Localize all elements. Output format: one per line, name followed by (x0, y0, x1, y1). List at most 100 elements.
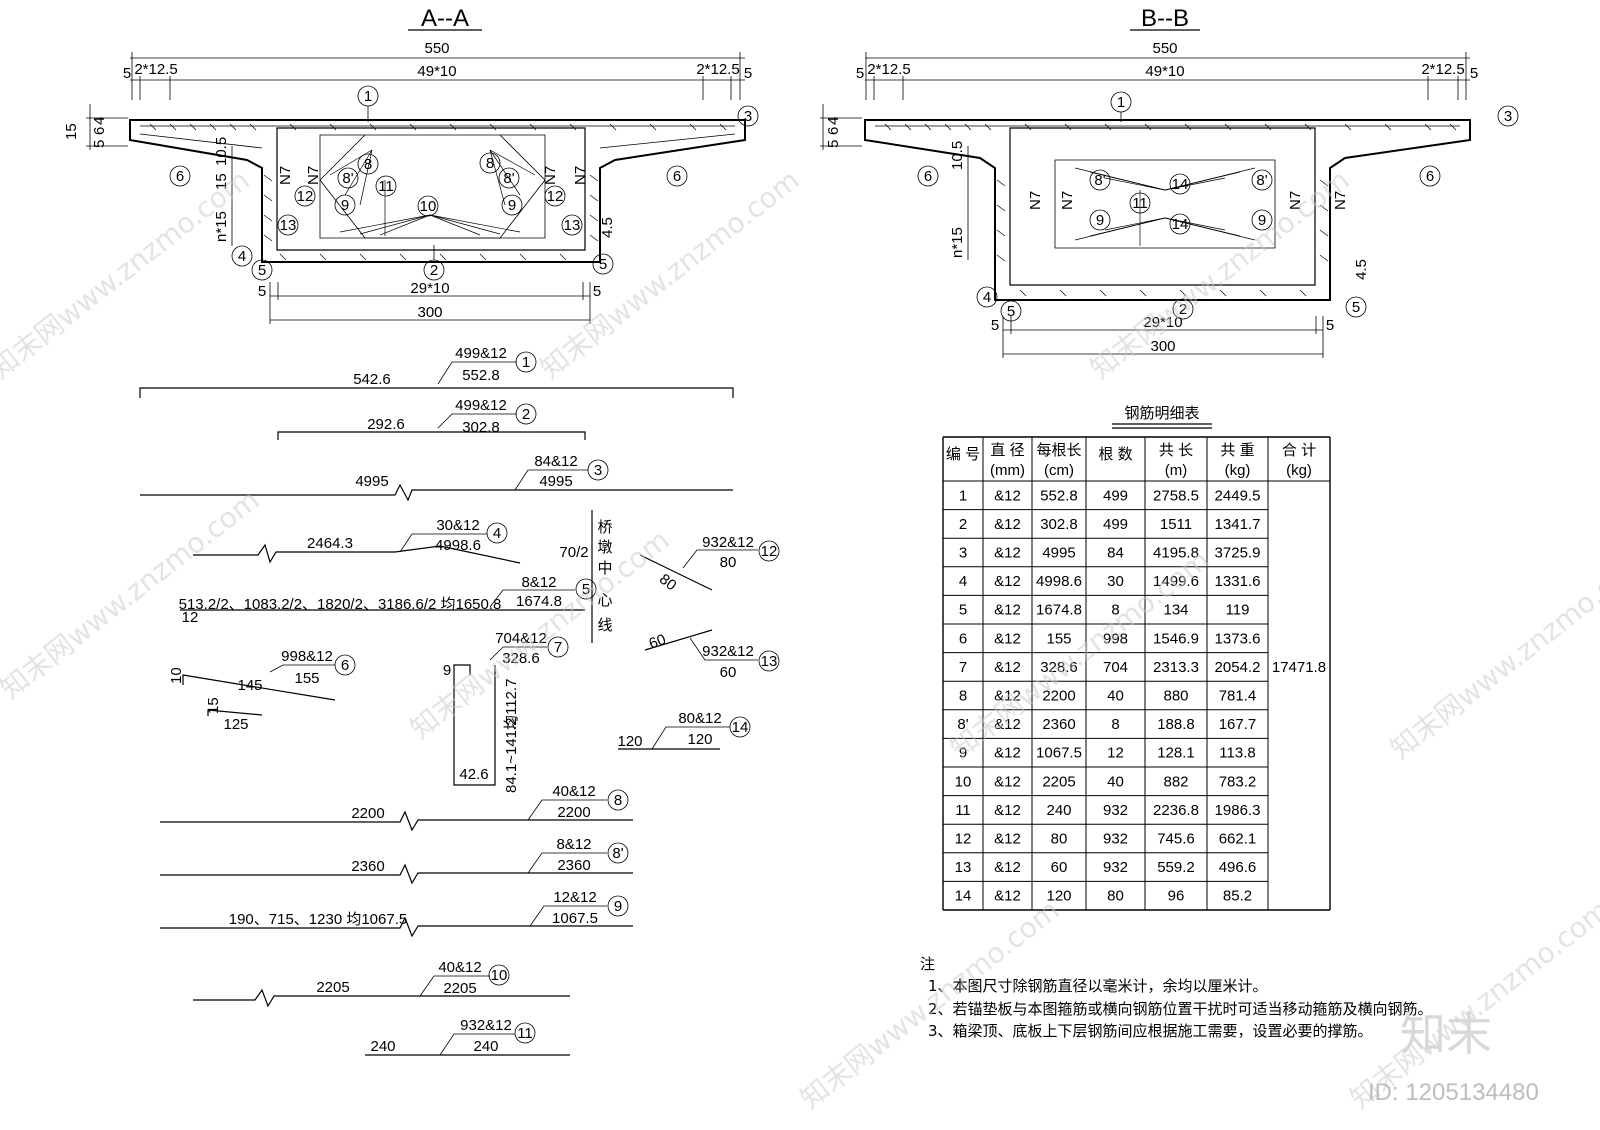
svg-text:499&12: 499&12 (455, 345, 507, 362)
b-bottom-spacing: 29*10 (1143, 314, 1182, 331)
watermark-id: ID: 1205134480 (1368, 1079, 1539, 1106)
table-cell: 9 (959, 745, 967, 762)
table-text: 编 号直 径(mm)每根长(cm)根 数共 长(m)共 重(kg)合 计(kg)… (946, 442, 1326, 905)
svg-text:13: 13 (761, 653, 778, 670)
watermark-brand: 知末 (1400, 1007, 1492, 1061)
a-web-dim-2: 15 (213, 173, 230, 190)
bar-detail-6: 10 145 998&12 155 6 15 125 (168, 648, 356, 733)
table-cell: &12 (994, 831, 1021, 848)
table-cell: 134 (1163, 602, 1188, 619)
b-web-bar-inner-left: N7 (1059, 191, 1076, 210)
table-cell: 2313.3 (1153, 659, 1199, 676)
table-cell: 2205 (1042, 773, 1075, 790)
svg-text:4: 4 (983, 289, 991, 306)
svg-text:6: 6 (176, 168, 184, 185)
b-web-dim-1: 10.5 (949, 141, 966, 170)
svg-text:11: 11 (1132, 195, 1148, 212)
svg-text:292.6: 292.6 (367, 416, 405, 433)
table-cell: &12 (994, 545, 1021, 562)
svg-text:5: 5 (258, 262, 266, 279)
table-cell: 1 (959, 487, 967, 504)
table-cell: 552.8 (1040, 487, 1078, 504)
svg-text:2: 2 (522, 406, 530, 423)
table-cell: 1511 (1160, 516, 1192, 533)
svg-text:328.6: 328.6 (502, 650, 540, 667)
svg-text:9: 9 (443, 662, 451, 679)
bar-detail-2: 292.6 499&12 302.8 2 (277, 397, 586, 440)
bar-detail-3: 4995 84&12 4995 3 (140, 453, 733, 502)
bar-detail-8: 2200 40&12 2200 8 (160, 783, 633, 832)
table-cell: 14 (955, 888, 972, 905)
svg-text:240: 240 (473, 1038, 498, 1055)
table-cell: 496.6 (1219, 859, 1257, 876)
a-left-dim-0: 15 (63, 123, 80, 140)
table-cell: 2449.5 (1215, 487, 1261, 504)
table-cell: 60 (1051, 859, 1068, 876)
table-cell: 4 (959, 573, 967, 590)
bar-detail-9: 190、715、1230 均1067.5 12&12 1067.5 9 (160, 889, 633, 938)
svg-text:499&12: 499&12 (455, 397, 507, 414)
table-cell: &12 (994, 516, 1021, 533)
table-cell: 1986.3 (1215, 802, 1261, 819)
svg-text:8: 8 (614, 792, 622, 809)
svg-text:932&12: 932&12 (702, 643, 754, 660)
bar-details: 542.6 499&12 552.8 1 292.6 499&12 302.8 … (139, 345, 780, 1056)
table-header-1-a: 直 径 (990, 442, 1024, 459)
bar-detail-12: 60 80 932&12 80 12 (639, 534, 780, 594)
svg-text:84.1~141.2: 84.1~141.2 (503, 718, 520, 794)
a-left-dim-3: 4 (91, 117, 108, 125)
b-bottom-left-edge: 5 (991, 317, 999, 334)
a-top-mid-spacing: 49*10 (417, 63, 456, 80)
svg-text:552.8: 552.8 (462, 367, 500, 384)
table-cell: 80 (1051, 831, 1068, 848)
svg-text:11: 11 (517, 1025, 533, 1042)
bar-detail-10: 2205 40&12 2205 10 (193, 959, 570, 1008)
table-cell: 40 (1107, 773, 1124, 790)
svg-text:6: 6 (673, 168, 681, 185)
a-web-bar-inner-right: N7 (542, 166, 559, 185)
svg-text:60: 60 (720, 664, 737, 681)
table-cell: 240 (1046, 802, 1071, 819)
a-bottom-width: 300 (417, 304, 442, 321)
svg-text:2464.3: 2464.3 (307, 535, 353, 552)
svg-text:1067.5: 1067.5 (552, 910, 598, 927)
svg-text:8&12: 8&12 (521, 574, 556, 591)
svg-text:125: 125 (223, 716, 248, 733)
table-cell: 6 (959, 630, 967, 647)
svg-text:2200: 2200 (557, 804, 590, 821)
svg-text:145: 145 (237, 677, 262, 694)
a-web-dim-1: 10.5 (213, 137, 230, 166)
svg-text:120: 120 (617, 733, 642, 750)
rebar-table: 钢筋明细表 编 号直 径(mm)每根长(cm)根 数共 长(m)共 重(kg)合… (942, 405, 1331, 911)
svg-text:240: 240 (370, 1038, 395, 1055)
table-header-0: 编 号 (946, 446, 980, 463)
svg-text:9: 9 (1258, 212, 1266, 229)
a-bottom-spacing: 29*10 (410, 280, 449, 297)
section-a: A--A 550 49*10 2*12.5 2*12.5 5 5 (63, 5, 759, 324)
table-cell: 499 (1103, 516, 1128, 533)
table-cell: 8 (959, 688, 967, 705)
table-cell: 119 (1226, 602, 1250, 619)
svg-text:80&12: 80&12 (678, 710, 721, 727)
pier-centerline: 桥 墩 中 心 线 (591, 510, 613, 643)
svg-text:3: 3 (744, 108, 752, 125)
a-top-left-edge: 5 (123, 65, 131, 82)
svg-text:4995: 4995 (539, 473, 572, 490)
svg-text:12: 12 (547, 188, 564, 205)
table-cell: 2236.8 (1153, 802, 1199, 819)
table-cell: &12 (994, 773, 1021, 790)
table-cell: 882 (1163, 773, 1188, 790)
table-cell: 1499.6 (1153, 573, 1199, 590)
svg-text:70/2: 70/2 (559, 544, 588, 561)
table-cell: 7 (959, 659, 967, 676)
svg-text:190、715、1230 均1067.5: 190、715、1230 均1067.5 (229, 911, 407, 928)
b-haunch-dim: 4.5 (1353, 259, 1370, 280)
svg-text:13: 13 (280, 217, 297, 234)
svg-text:2: 2 (1179, 301, 1187, 318)
svg-text:4998.6: 4998.6 (435, 537, 481, 554)
svg-text:14: 14 (1172, 176, 1189, 193)
table-header-3: 根 数 (1098, 446, 1132, 463)
bar-detail-11: 240 932&12 240 11 (365, 1017, 570, 1056)
table-cell: 1674.8 (1036, 602, 1082, 619)
table-cell: 120 (1046, 888, 1071, 905)
